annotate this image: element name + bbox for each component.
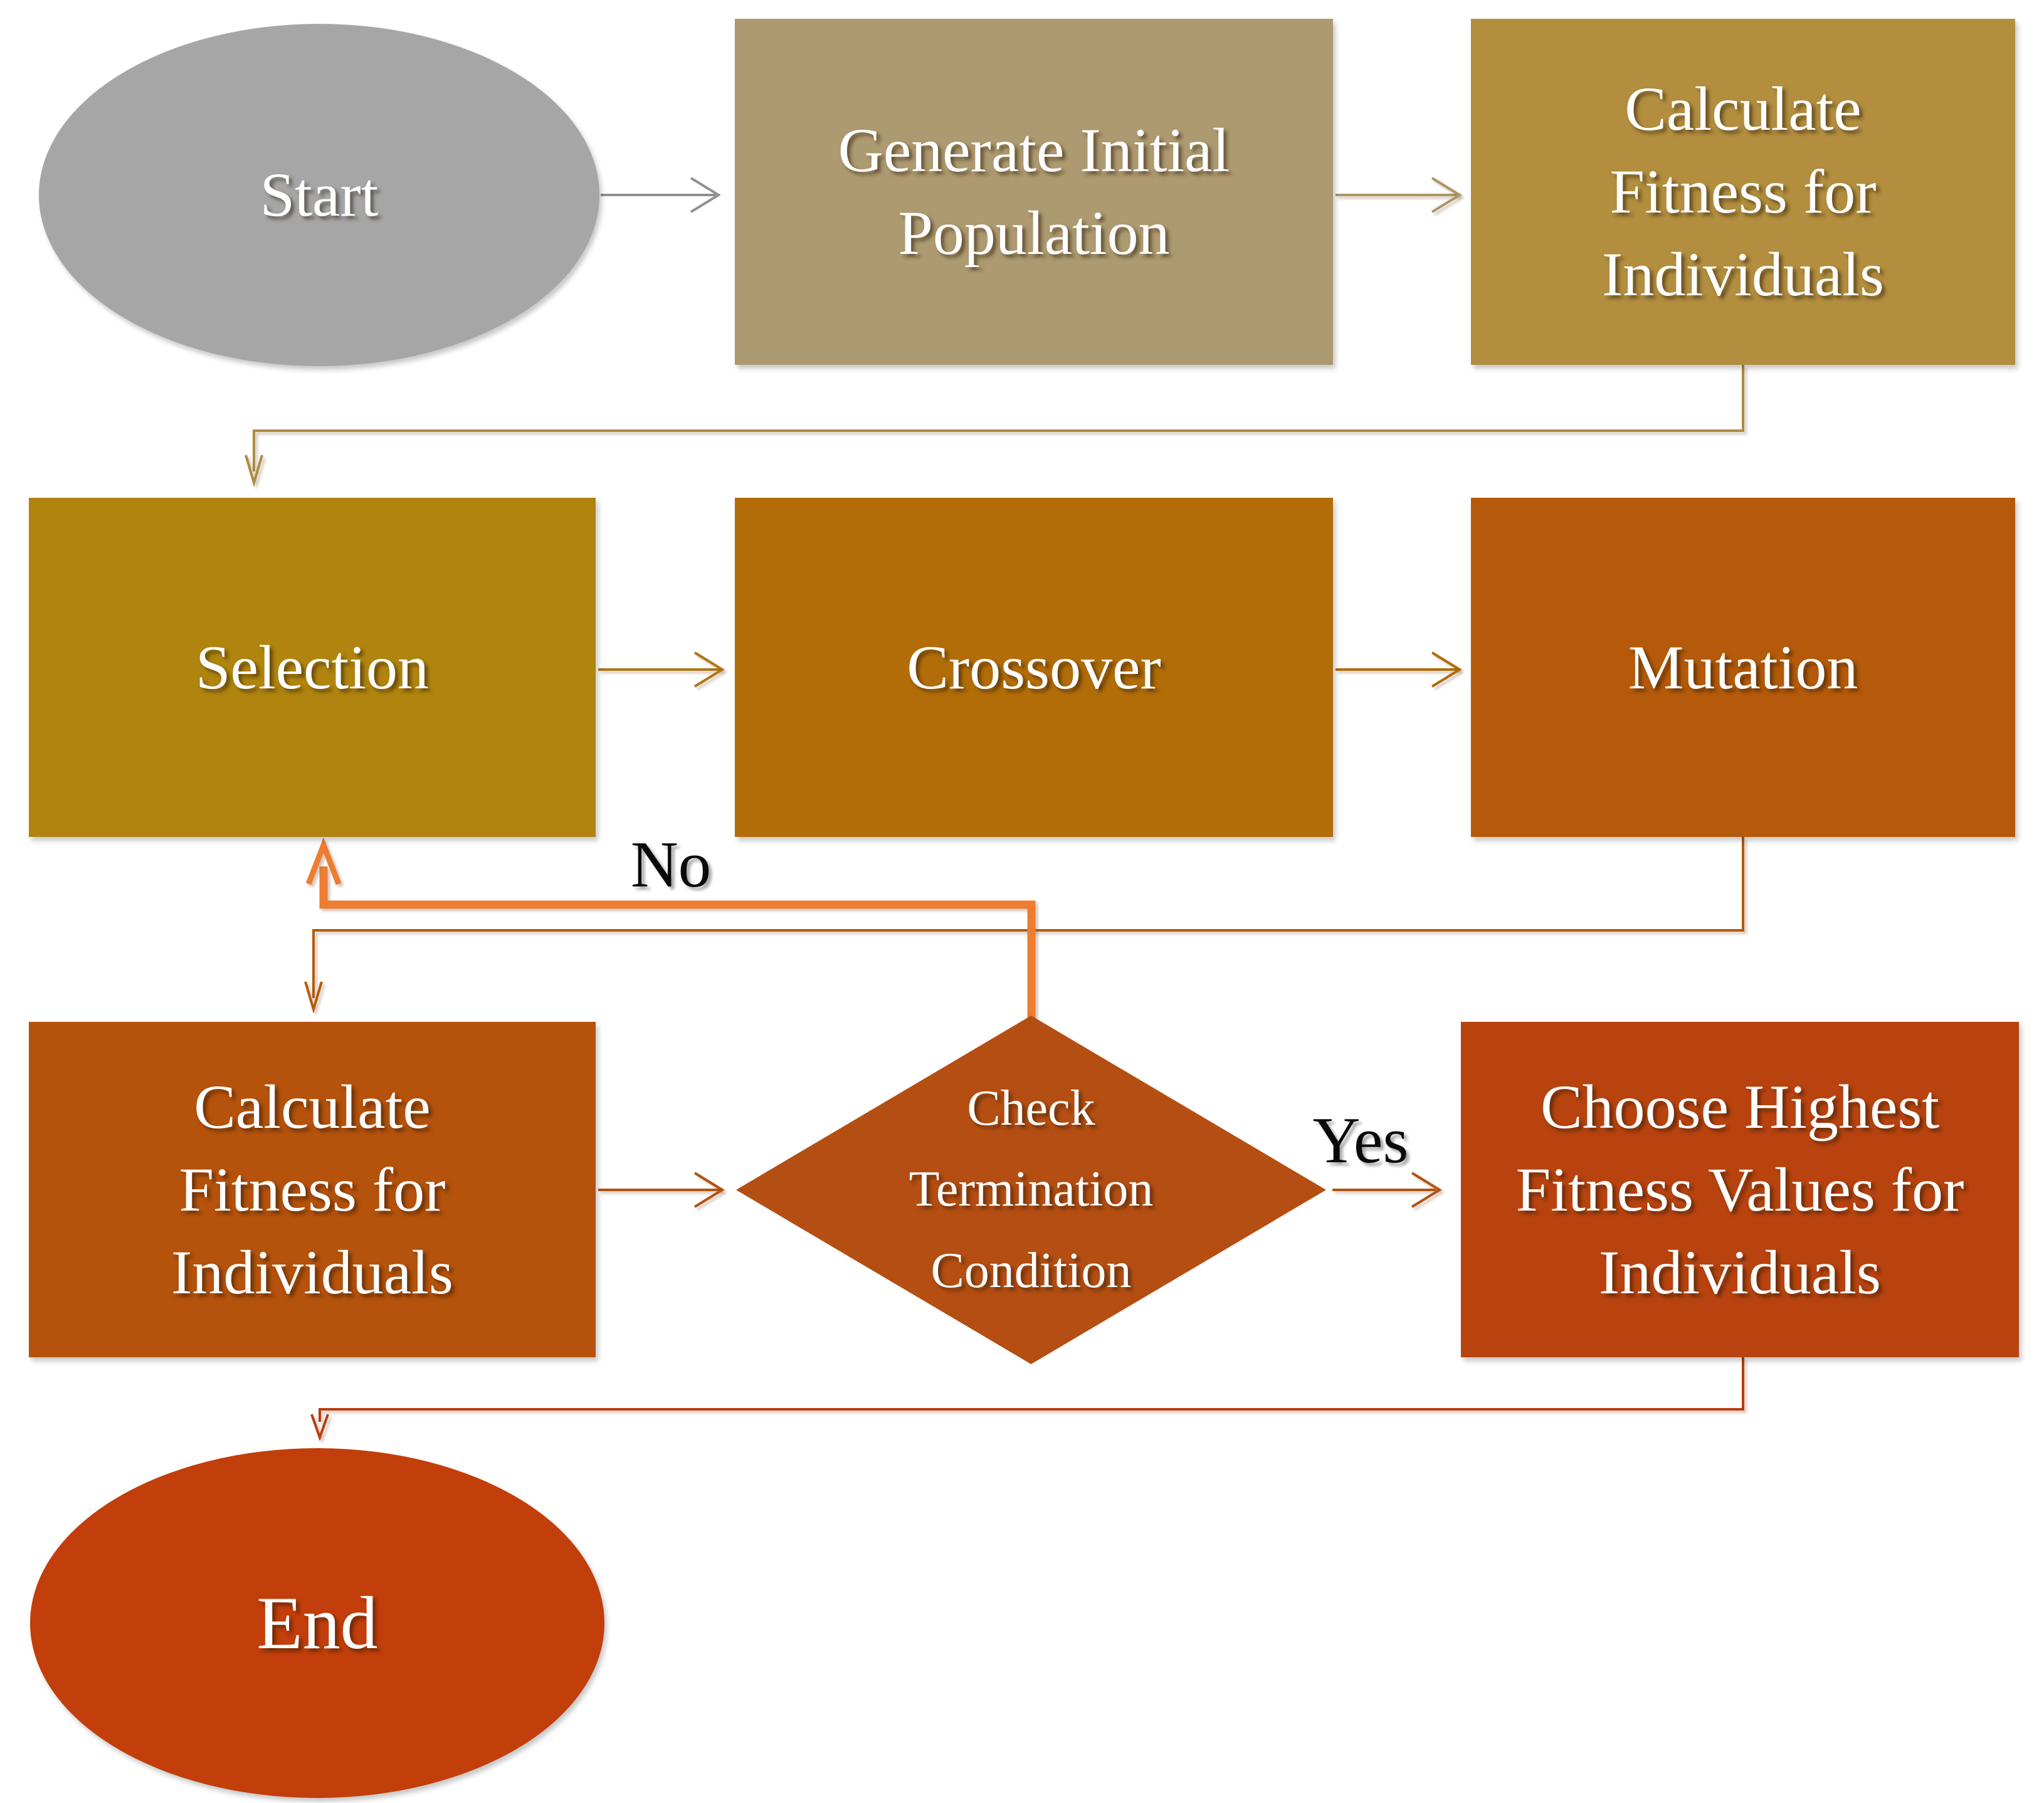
node-check-termination-label: Check Termination Condition bbox=[909, 1080, 1154, 1298]
node-start: Start bbox=[39, 24, 599, 366]
node-choose-highest-label: Choose Highest Fitness Values for Indivi… bbox=[1515, 1071, 1964, 1307]
edge-calculate-to-selection-line bbox=[253, 365, 1744, 471]
edge-choose-to-end-line bbox=[319, 1357, 1744, 1422]
node-calculate-fitness-bottom: Calculate Fitness for Individuals bbox=[29, 1022, 596, 1357]
node-calculate-fitness-bottom-label: Calculate Fitness for Individuals bbox=[171, 1071, 453, 1307]
node-selection-label: Selection bbox=[195, 632, 429, 702]
edge-generate-to-calculate-head bbox=[1431, 177, 1462, 213]
node-calculate-fitness-top: Calculate Fitness for Individuals bbox=[1471, 19, 2015, 365]
edge-choose-to-end-head bbox=[310, 1414, 329, 1442]
node-choose-highest-fitness: Choose Highest Fitness Values for Indivi… bbox=[1461, 1022, 2019, 1357]
node-selection: Selection bbox=[29, 498, 596, 837]
node-crossover-label: Crossover bbox=[907, 632, 1161, 702]
node-end: End bbox=[30, 1448, 604, 1798]
edge-mutation-to-calculate-head bbox=[304, 981, 323, 1014]
edge-calculate-to-selection-head bbox=[245, 455, 263, 488]
node-calculate-fitness-top-label: Calculate Fitness for Individuals bbox=[1602, 74, 1884, 309]
edge-start-to-generate-head bbox=[690, 177, 721, 213]
node-generate-label: Generate Initial Population bbox=[838, 115, 1230, 268]
edge-selection-to-crossover-head bbox=[693, 651, 725, 688]
edge-no-loop-line bbox=[319, 866, 1036, 1021]
edge-no-loop-head bbox=[305, 837, 342, 885]
node-end-label: End bbox=[256, 1580, 378, 1664]
node-generate-initial-population: Generate Initial Population bbox=[735, 19, 1333, 365]
edge-label-no: No bbox=[630, 828, 712, 901]
node-start-label: Start bbox=[260, 160, 379, 229]
edge-calculate-to-check-head bbox=[693, 1172, 725, 1208]
node-mutation: Mutation bbox=[1471, 498, 2015, 837]
node-mutation-label: Mutation bbox=[1628, 632, 1858, 702]
edge-label-yes: Yes bbox=[1312, 1103, 1409, 1177]
node-crossover: Crossover bbox=[735, 498, 1333, 837]
edge-check-to-choose-head bbox=[1411, 1172, 1442, 1208]
edge-crossover-to-mutation-head bbox=[1431, 651, 1462, 688]
